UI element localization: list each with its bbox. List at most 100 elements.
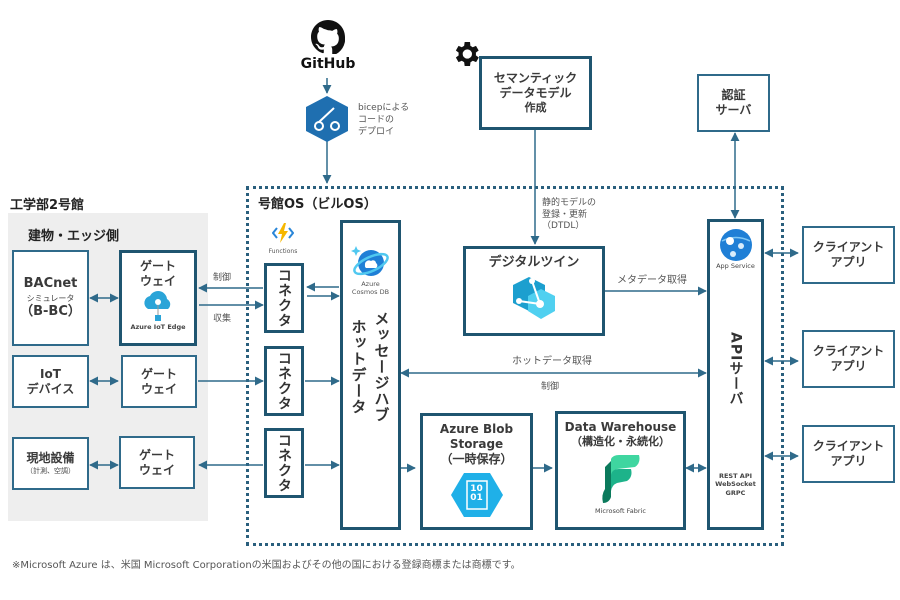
- semantic-label-line: データモデル: [499, 86, 572, 101]
- cosmos-caption-line: Azure: [361, 280, 380, 288]
- iot-edge-cloud-icon: [144, 291, 171, 321]
- dtdl-label-line: （DTDL）: [542, 221, 585, 232]
- iot-edge-caption: Azure IoT Edge: [130, 323, 186, 331]
- trademark-footnote: ※Microsoft Azure は、米国 Microsoft Corporat…: [12, 560, 521, 571]
- auth-server-box[interactable]: 認証 サーバ: [697, 74, 770, 132]
- semantic-label-line: セマンティック: [493, 71, 578, 86]
- site-title: 工学部2号館: [10, 198, 85, 213]
- client-app-2[interactable]: クライアント アプリ: [802, 330, 895, 388]
- devops-deploy-icon: [306, 96, 348, 146]
- fabric-caption: Microsoft Fabric: [595, 506, 646, 515]
- blob-icon-text: 10 01: [451, 484, 503, 504]
- device-sub: デバイス: [26, 381, 75, 396]
- gateway-label-line: ゲート: [140, 366, 177, 381]
- github-label: GitHub: [300, 56, 356, 72]
- edge-side-title: 建物・エッジ側: [28, 229, 120, 244]
- protocol-item: REST API: [718, 472, 753, 481]
- dwh-label-line: （構造化・永続化）: [571, 435, 670, 448]
- client-label-line: クライアント: [812, 240, 885, 254]
- deploy-note: bicepによる コードの デプロイ: [358, 102, 409, 138]
- device-name: BACnet: [23, 276, 78, 292]
- blob-label-line: Storage: [449, 437, 504, 451]
- semantic-model-box[interactable]: セマンティック データモデル 作成: [479, 56, 592, 130]
- github-logo: GitHub: [300, 20, 356, 72]
- auth-label-line: 認証: [721, 88, 746, 102]
- device-name: IoT: [40, 366, 61, 381]
- cosmos-caption: Azure Cosmos DB: [351, 280, 390, 297]
- app-service-icon: [719, 229, 752, 261]
- protocol-item: GRPC: [725, 488, 746, 497]
- gear-icon: [450, 38, 482, 74]
- gateway-label-line: ウェイ: [138, 462, 175, 477]
- collect-edge-label: 収集: [213, 314, 232, 324]
- app-service-caption: App Service: [716, 262, 755, 270]
- device-sub: （B-BC）: [20, 303, 81, 319]
- blob-storage-icon: 10 01: [450, 473, 503, 517]
- building-os-title: 号館OS（ビルOS）: [258, 197, 377, 212]
- dwh-label-line: Data Warehouse: [564, 420, 677, 434]
- gateway-label-line: ウェイ: [140, 381, 177, 396]
- data-warehouse-box[interactable]: Data Warehouse （構造化・永続化） Microsoft Fabri…: [555, 411, 686, 530]
- microsoft-fabric-icon: [601, 454, 639, 503]
- gateway-3[interactable]: ゲート ウェイ: [119, 436, 195, 489]
- gateway-iot-edge[interactable]: ゲート ウェイ Azure IoT Edge: [119, 250, 197, 346]
- blob-label-line: （一時保存）: [440, 452, 513, 466]
- cosmos-db-icon: [350, 246, 389, 276]
- api-protocols: REST API WebSocket GRPC: [715, 472, 756, 496]
- blob-icon-line: 01: [470, 493, 483, 504]
- device-sub: （計測、空調）: [26, 467, 75, 475]
- api-server-box[interactable]: App Service APIサーバ REST API WebSocket GR…: [707, 219, 764, 530]
- device-bacnet[interactable]: BACnet シミュレータ （B-BC）: [12, 250, 89, 346]
- dtdl-label-line: 登録・更新: [542, 209, 588, 220]
- blob-icon-line: 10: [470, 484, 483, 494]
- blob-label-line: Azure Blob: [439, 422, 514, 436]
- gateway-2[interactable]: ゲート ウェイ: [121, 355, 197, 408]
- dtdl-label-line: 静的モデルの: [542, 198, 597, 208]
- client-label-line: クライアント: [812, 344, 885, 358]
- device-name: 現地設備: [26, 451, 75, 465]
- gateway-label-line: ゲート: [138, 447, 175, 462]
- connector-label: コネクタ: [276, 433, 292, 493]
- blob-storage-box[interactable]: Azure Blob Storage （一時保存） 10 01: [420, 413, 533, 530]
- connector-1[interactable]: コネクタ: [264, 263, 304, 333]
- metadata-edge-label: メタデータ取得: [617, 275, 687, 286]
- hub-label-line: メッセージハブ: [372, 310, 391, 423]
- protocol-item: WebSocket: [715, 480, 756, 489]
- hub-label: メッセージハブ ホットデータ: [349, 311, 393, 423]
- message-hub-box[interactable]: Azure Cosmos DB メッセージハブ ホットデータ: [340, 220, 401, 530]
- github-icon: [311, 20, 346, 56]
- azure-functions-icon: [271, 223, 295, 243]
- deploy-note-line: コードの: [358, 115, 395, 126]
- connector-3[interactable]: コネクタ: [264, 428, 304, 498]
- control-edge-label: 制御: [213, 273, 232, 283]
- deploy-note-line: bicepによる: [358, 103, 410, 113]
- dtdl-edge-label: 静的モデルの 登録・更新 （DTDL）: [542, 198, 596, 233]
- device-facility[interactable]: 現地設備 （計測、空調）: [12, 437, 89, 490]
- connector-2[interactable]: コネクタ: [264, 346, 304, 416]
- semantic-label-line: 作成: [524, 101, 547, 115]
- gateway-label-line: ゲート: [139, 259, 176, 273]
- digital-twins-icon: [513, 277, 555, 320]
- cosmos-caption-line: Cosmos DB: [351, 287, 390, 296]
- hub-label-line: ホットデータ: [349, 318, 368, 415]
- api-server-label: APIサーバ: [727, 332, 744, 407]
- device-sub: シミュレータ: [26, 293, 75, 303]
- deploy-note-line: デプロイ: [358, 127, 395, 138]
- client-app-3[interactable]: クライアント アプリ: [802, 425, 895, 483]
- client-app-1[interactable]: クライアント アプリ: [802, 226, 895, 284]
- client-label-line: クライアント: [812, 439, 885, 453]
- digital-twin-label: デジタルツイン: [488, 255, 580, 270]
- device-iot[interactable]: IoT デバイス: [12, 355, 89, 408]
- client-label-line: アプリ: [830, 454, 867, 468]
- client-label-line: アプリ: [830, 255, 867, 269]
- hotdata-edge-label: ホットデータ取得: [512, 356, 592, 367]
- functions-badge: Functions: [263, 222, 303, 255]
- digital-twin-box[interactable]: デジタルツイン: [463, 246, 605, 336]
- building-os-region: [246, 186, 784, 546]
- client-label-line: アプリ: [830, 359, 867, 373]
- auth-label-line: サーバ: [715, 103, 752, 117]
- gateway-label-line: ウェイ: [139, 274, 176, 288]
- connector-label: コネクタ: [276, 351, 292, 411]
- functions-caption: Functions: [268, 248, 298, 255]
